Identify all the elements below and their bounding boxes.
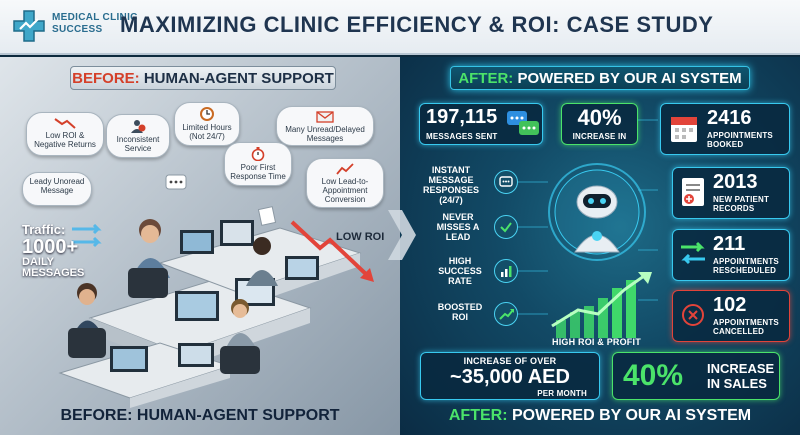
feature-instant-text: INSTANT MESSAGE RESPONSES (24/7) (422, 165, 480, 205)
traffic-value: 1000+ (22, 236, 79, 258)
chat-icon (499, 176, 513, 187)
feature-boosted-circle (494, 302, 518, 326)
declining-arrow-icon (290, 220, 374, 282)
brand-line-2: SUCCESS (52, 24, 103, 35)
stat-card-booked: 2416 APPOINTMENTS BOOKED (660, 103, 790, 155)
traffic-label: Traffic: (22, 222, 66, 237)
traffic-unit: DAILY MESSAGES (22, 256, 85, 279)
after-banner-highlight: AFTER: (458, 70, 514, 87)
messages-sent-card: 197,115 MESSAGES SENT (419, 103, 543, 145)
sales-card: 40% INCREASE IN SALES (612, 352, 780, 400)
transition-chevron-icon (388, 210, 416, 260)
envelope-alert-icon (316, 111, 334, 123)
trend-up-icon (499, 309, 514, 320)
cloud-unread-text: Many Unread/Delayed Messages (285, 125, 365, 143)
revenue-card: INCREASE OF OVER ~35,000 AED PER MONTH (420, 352, 600, 400)
cloud-low-conversion-text: Low Lead-to-Appointment Conversion (321, 177, 369, 204)
stat-card-rescheduled: 211 APPOINTMENTS RESCHEDULED (672, 229, 790, 281)
stopwatch-icon (251, 147, 265, 161)
cloud-poor-first-text: Poor First Response Time (230, 163, 286, 181)
checkmark-icon (500, 222, 512, 233)
cloud-low-roi-text: Low ROI & Negative Returns (34, 131, 96, 149)
cancel-x-icon (682, 304, 704, 326)
cloud-leads-unread-text: Leady Unoread Message (29, 177, 85, 195)
cloud-poor-first: Poor First Response Time (224, 142, 292, 186)
declining-chart-icon (54, 118, 76, 129)
header: MEDICAL CLINIC SUCCESS MAXIMIZING CLINIC… (0, 0, 800, 55)
stat-card-cancelled: 102 APPOINTMENTS CANCELLED (672, 290, 790, 342)
stat-records-value: 2013 (713, 171, 758, 193)
swap-arrows-icon (681, 241, 705, 265)
revenue-value: ~35,000 AED (450, 366, 570, 388)
before-banner-highlight: BEFORE: (72, 70, 140, 87)
after-banner-text: POWERED BY OUR AI SYSTEM (513, 70, 742, 87)
feature-high-circle (494, 259, 518, 283)
after-banner: AFTER: POWERED BY OUR AI SYSTEM (450, 66, 750, 90)
after-footer-label: AFTER: POWERED BY OUR AI SYSTEM (440, 404, 760, 428)
brand-name: MEDICAL CLINIC SUCCESS (52, 12, 138, 36)
trend-chart-icon (336, 163, 354, 175)
messages-sent-value: 197,115 (426, 106, 498, 128)
low-roi-label: LOW ROI (336, 231, 385, 243)
after-footer-text: POWERED BY OUR AI SYSTEM (507, 407, 752, 424)
office-scene-illustration (58, 174, 362, 408)
bar-chart-icon (501, 266, 512, 277)
clock-icon (200, 107, 214, 121)
after-footer-highlight: AFTER: (448, 407, 508, 424)
feature-instant-circle (494, 170, 518, 194)
feature-never-text: NEVER MISSES A LEAD (436, 212, 480, 242)
traffic-info: Traffic: 1000+ DAILY MESSAGES (22, 222, 85, 279)
revenue-line-3: PER MONTH (537, 389, 587, 398)
cloud-low-conversion: Low Lead-to-Appointment Conversion (306, 158, 384, 208)
before-banner-text: HUMAN-AGENT SUPPORT (139, 70, 334, 87)
person-error-icon (131, 120, 146, 133)
medical-cross-logo-icon (13, 10, 45, 42)
calendar-icon (671, 117, 697, 142)
increase-label: INCREASE IN (572, 132, 627, 141)
increase-card: 40% INCREASE IN (561, 103, 638, 145)
stat-rescheduled-value: 211 (713, 233, 746, 255)
cloud-leads-unread: Leady Unoread Message (22, 172, 92, 206)
before-footer-label: BEFORE: HUMAN-AGENT SUPPORT (60, 407, 340, 424)
connector-lines (518, 119, 658, 315)
stat-records-label: NEW PATIENT RECORDS (713, 195, 770, 213)
cloud-inconsistent: Inconsistent Service (106, 114, 170, 158)
page-title: MAXIMIZING CLINIC EFFICIENCY & ROI: CASE… (120, 12, 714, 37)
roi-growth-chart-icon (551, 272, 652, 338)
patient-records-icon (682, 178, 704, 206)
feature-never-circle (494, 215, 518, 239)
stat-booked-label: APPOINTMENTS BOOKED (707, 131, 773, 149)
ai-robot-icon (548, 163, 646, 261)
before-banner: BEFORE: HUMAN-AGENT SUPPORT (70, 66, 336, 90)
revenue-line-1: INCREASE OF OVER (463, 356, 557, 366)
roi-label: HIGH ROI & PROFIT (552, 337, 641, 347)
increase-value: 40% (577, 105, 622, 130)
stat-booked-value: 2416 (707, 107, 752, 129)
sales-label: INCREASE IN SALES (707, 361, 775, 391)
stat-card-records: 2013 NEW PATIENT RECORDS (672, 167, 790, 219)
cloud-unread: Many Unread/Delayed Messages (276, 106, 374, 146)
stat-cancelled-value: 102 (713, 294, 747, 316)
feature-high-text: HIGH SUCCESS RATE (438, 256, 482, 286)
stat-cancelled-label: APPOINTMENTS CANCELLED (713, 318, 779, 336)
stat-rescheduled-label: APPOINTMENTS RESCHEDULED (713, 257, 779, 275)
feature-boosted-text: BOOSTED ROI (437, 302, 483, 322)
cloud-inconsistent-text: Inconsistent Service (116, 135, 160, 153)
cloud-low-roi: Low ROI & Negative Returns (26, 112, 104, 156)
cloud-limited-hours: Limited Hours (Not 24/7) (174, 102, 240, 146)
chat-bubbles-icon (507, 111, 539, 135)
brand-line-1: MEDICAL CLINIC (52, 12, 138, 23)
sales-value: 40% (623, 359, 684, 392)
cloud-limited-hours-text: Limited Hours (Not 24/7) (182, 123, 232, 141)
messages-sent-label: MESSAGES SENT (426, 132, 498, 141)
traffic-arrows (72, 224, 102, 248)
